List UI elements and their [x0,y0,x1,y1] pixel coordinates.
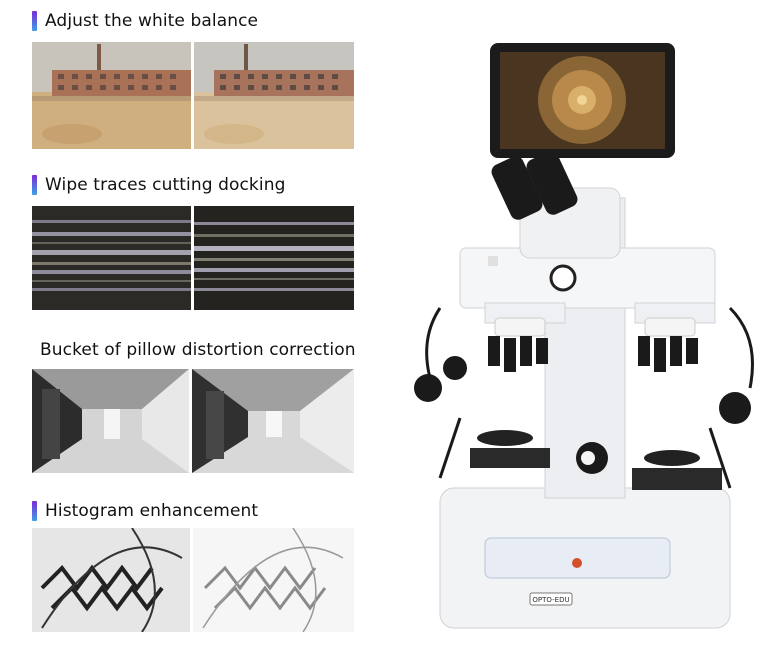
after-image [192,369,354,473]
section-title: Bucket of pillow distortion correction [40,340,356,360]
section-title: Histogram enhancement [45,501,259,521]
section-heading: Wipe traces cutting docking [32,174,354,196]
comparison-image-pair [32,528,354,632]
after-image [194,42,354,149]
comparison-image-pair [32,369,354,473]
comparison-image-pair [32,206,354,310]
heading-accent-bar [32,175,37,195]
section-heading: Histogram enhancement [32,500,354,522]
heading-accent-bar [32,501,37,521]
section-histogram-enhancement: Histogram enhancement [32,500,354,632]
section-distortion-correction: Bucket of pillow distortion correction [32,339,356,473]
brand-label: OPTO-EDU [532,596,569,604]
comparison-image-pair [32,42,354,149]
section-title: Wipe traces cutting docking [45,175,286,195]
section-wipe-traces: Wipe traces cutting docking [32,174,354,310]
section-heading: Adjust the white balance [32,10,354,32]
before-image [32,528,190,632]
heading-accent-bar [32,11,37,31]
before-image [32,206,191,310]
section-title: Adjust the white balance [45,11,259,31]
after-image [194,206,354,310]
section-white-balance: Adjust the white balance [32,10,354,149]
after-image [193,528,354,632]
section-heading: Bucket of pillow distortion correction [32,339,356,361]
before-image [32,369,189,473]
microscope-product-image: OPTO-EDU [414,43,754,629]
before-image [32,42,191,149]
